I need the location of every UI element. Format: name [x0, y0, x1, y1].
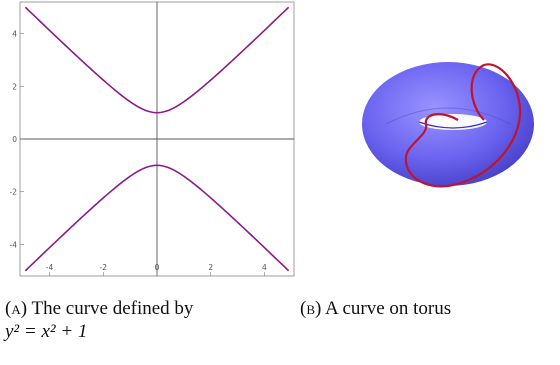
- caption-a-equation: y² = x² + 1: [5, 321, 88, 342]
- caption-a-text: The curve defined by: [31, 298, 194, 319]
- y-tick-label: 4: [12, 30, 17, 39]
- x-tick-label: 4: [262, 263, 267, 272]
- upper-branch-curve: [24, 6, 290, 114]
- y-tick-label: 0: [12, 135, 17, 144]
- x-tick-label: 0: [155, 263, 160, 272]
- caption-b-text: A curve on torus: [325, 298, 452, 319]
- x-tick-label: -2: [100, 263, 108, 272]
- hyperbola-plot: -4 -2 0 2 4 4 2 0 -2 -4: [10, 1, 295, 277]
- y-tick-label: 2: [12, 82, 17, 91]
- caption-b-label: (b): [300, 298, 322, 319]
- torus-curve: [404, 63, 522, 188]
- lower-branch-curve: [24, 164, 290, 272]
- torus-figure: [362, 62, 534, 188]
- caption-a: (a) The curve defined by y² = x² + 1: [5, 297, 273, 343]
- caption-b: (b) A curve on torus: [300, 297, 560, 320]
- y-tick-label: -2: [10, 188, 18, 197]
- caption-a-label: (a): [5, 298, 28, 319]
- x-tick-label: -4: [46, 263, 54, 272]
- y-tick-label: -4: [10, 240, 18, 249]
- x-tick-label: 2: [208, 263, 213, 272]
